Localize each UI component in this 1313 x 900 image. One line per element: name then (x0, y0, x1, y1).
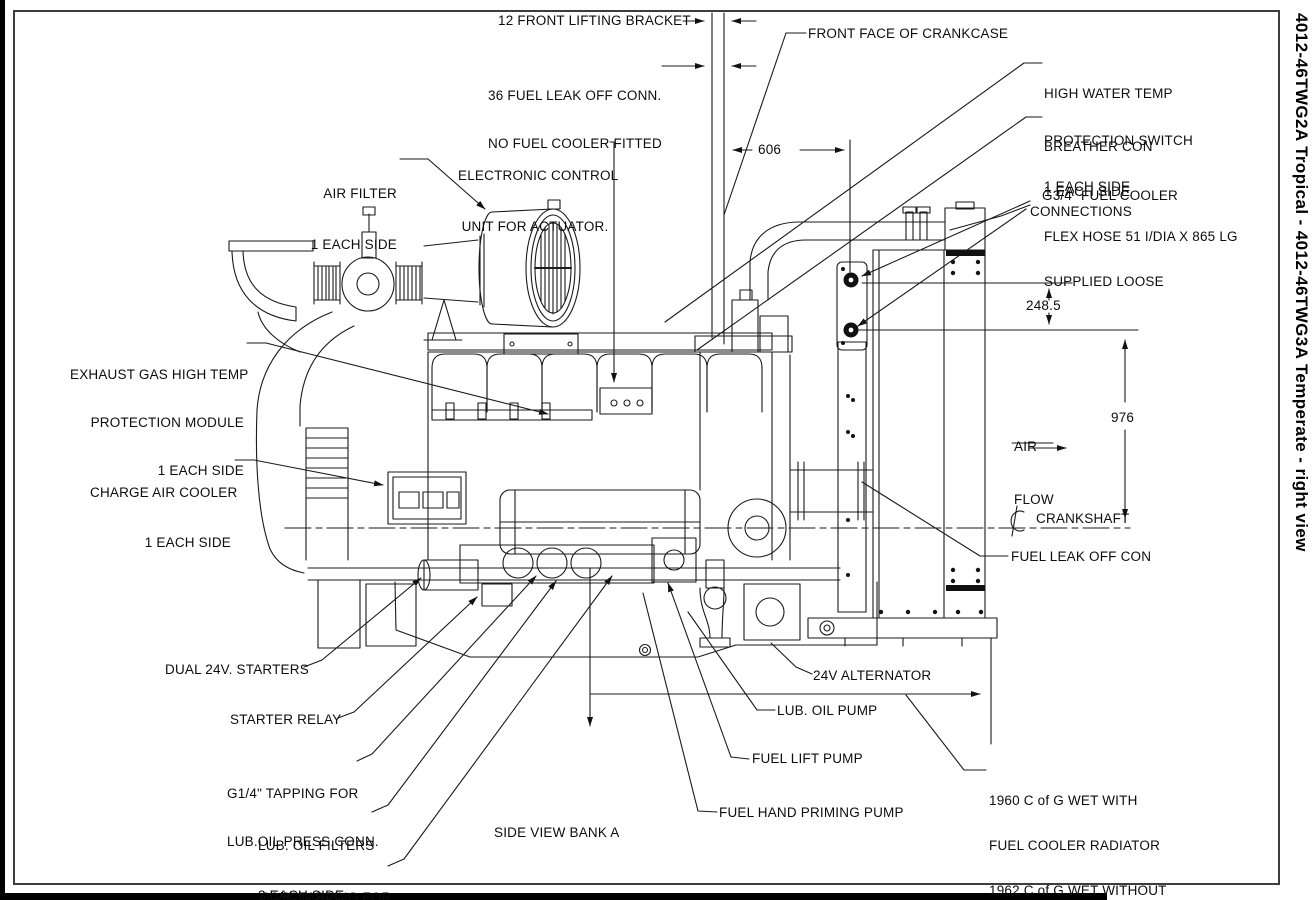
dim-976: 976 (1111, 410, 1135, 425)
label-starter-relay: STARTER RELAY (230, 712, 342, 727)
label-lub-oil-pump: LUB. OIL PUMP (777, 703, 878, 718)
label-crankshaft-centerline: CRANKSHAFT (1036, 511, 1130, 526)
label-electronic-control-unit: ELECTRONIC CONTROL UNIT FOR ACTUATOR. (458, 168, 619, 234)
label-high-water-temp-switch: HIGH WATER TEMP PROTECTION SWITCH 1 EACH… (1044, 86, 1193, 194)
label-centre-of-gravity: 1960 C of G WET WITH FUEL COOLER RADIATO… (989, 793, 1167, 898)
label-front-face-of-crankcase: FRONT FACE OF CRANKCASE (808, 26, 1009, 41)
label-g14-tapping: G1/4" TAPPING FOR LUB.OIL PRESS.CONN. (227, 786, 379, 849)
view-caption: SIDE VIEW BANK A (494, 825, 620, 840)
dim-248-5: 248.5 (1026, 298, 1061, 313)
label-dual-24v-starters: DUAL 24V. STARTERS (165, 662, 309, 677)
page-edge-bar-left (0, 0, 5, 895)
label-air-flow: AIR FLOW (1014, 439, 1054, 507)
label-fuel-cooler-connections-2: CONNECTIONS (1030, 204, 1132, 219)
label-breather-con: BREATHER CON 1 EACH SIDE FLEX HOSE 51 I/… (1044, 139, 1238, 289)
label-lub-oil-filters: LUB. OIL FILTERS 3 EACH SIDE (258, 838, 375, 900)
label-front-lifting-bracket: 12 FRONT LIFTING BRACKET (498, 13, 691, 28)
dim-606: 606 (758, 142, 782, 157)
label-charge-air-cooler: CHARGE AIR COOLER 1 EACH SIDE (90, 485, 238, 550)
label-fuel-leak-off-conn: 36 FUEL LEAK OFF CONN. NO FUEL COOLER FI… (488, 88, 662, 151)
label-fuel-lift-pump: FUEL LIFT PUMP (752, 751, 863, 766)
page-edge-bar-bottom (0, 893, 1107, 900)
label-fuel-leak-off-con: FUEL LEAK OFF CON (1011, 549, 1152, 564)
label-exhaust-gas-module: EXHAUST GAS HIGH TEMP PROTECTION MODULE … (70, 367, 249, 478)
label-fuel-cooler-connections-1: G3/4" FUEL COOLER (1042, 188, 1178, 203)
label-air-filter: AIR FILTER 1 EACH SIDE (310, 186, 397, 252)
drawing-border-frame (13, 10, 1280, 885)
drawing-title-vertical: 4012-46TWG2A Tropical - 4012-46TWG3A Tem… (1292, 13, 1311, 552)
label-g38-tapping: G3/8" TAPPING FOR LUB.OIL TEMP.CONN. (260, 890, 392, 900)
label-fuel-hand-priming-pump: FUEL HAND PRIMING PUMP (719, 805, 904, 820)
label-24v-alternator: 24V ALTERNATOR (813, 668, 932, 683)
